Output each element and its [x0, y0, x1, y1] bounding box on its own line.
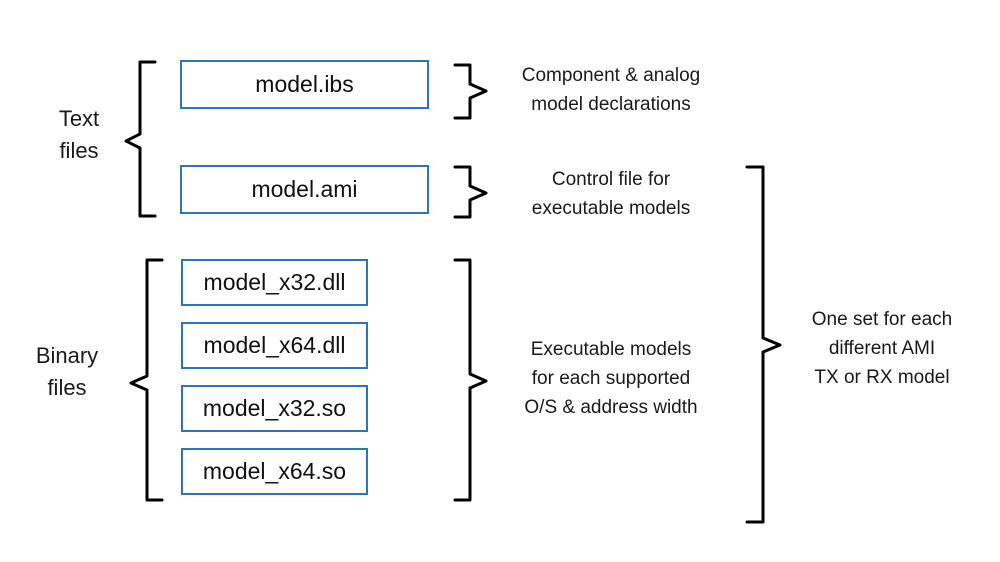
model-ami-box: model.ami	[180, 165, 429, 214]
binaries-description-line-2: for each supported	[531, 368, 691, 389]
model-ibs-box: model.ibs	[180, 60, 429, 109]
ibs-description-line-1: Component & analog	[521, 65, 701, 86]
binaries-description: Executable models for each supported O/S…	[495, 335, 727, 422]
set-description: One set for each different AMI TX or RX …	[784, 305, 980, 392]
model-x32-dll-box: model_x32.dll	[181, 259, 368, 306]
binaries-right-brace	[453, 258, 488, 502]
set-description-line-1: One set for each	[811, 309, 953, 330]
ami-right-brace	[453, 165, 488, 219]
ami-description-line-1: Control file for	[551, 169, 671, 190]
binaries-description-line-3: O/S & address width	[524, 397, 698, 418]
binary-files-left-brace	[129, 258, 164, 502]
text-files-label-line-2: files	[59, 138, 99, 163]
text-files-label-line-1: Text	[58, 106, 100, 131]
set-right-brace	[745, 165, 782, 524]
set-description-line-3: TX or RX model	[814, 367, 950, 388]
ibs-description: Component & analog model declarations	[495, 61, 727, 119]
model-x64-so-box: model_x64.so	[181, 448, 368, 495]
model-x64-dll-box: model_x64.dll	[181, 322, 368, 369]
binary-files-label: Binary files	[24, 340, 110, 404]
binaries-description-line-1: Executable models	[530, 339, 692, 360]
binary-files-label-line-1: Binary	[35, 343, 99, 368]
set-description-line-2: different AMI	[828, 338, 936, 359]
ami-description: Control file for executable models	[495, 165, 727, 223]
ami-description-line-2: executable models	[531, 198, 691, 219]
ibs-right-brace	[453, 63, 488, 120]
text-files-left-brace	[124, 60, 157, 218]
ibs-description-line-2: model declarations	[531, 94, 691, 115]
text-files-label: Text files	[40, 103, 118, 167]
model-x32-so-box: model_x32.so	[181, 385, 368, 432]
binary-files-label-line-2: files	[47, 375, 87, 400]
